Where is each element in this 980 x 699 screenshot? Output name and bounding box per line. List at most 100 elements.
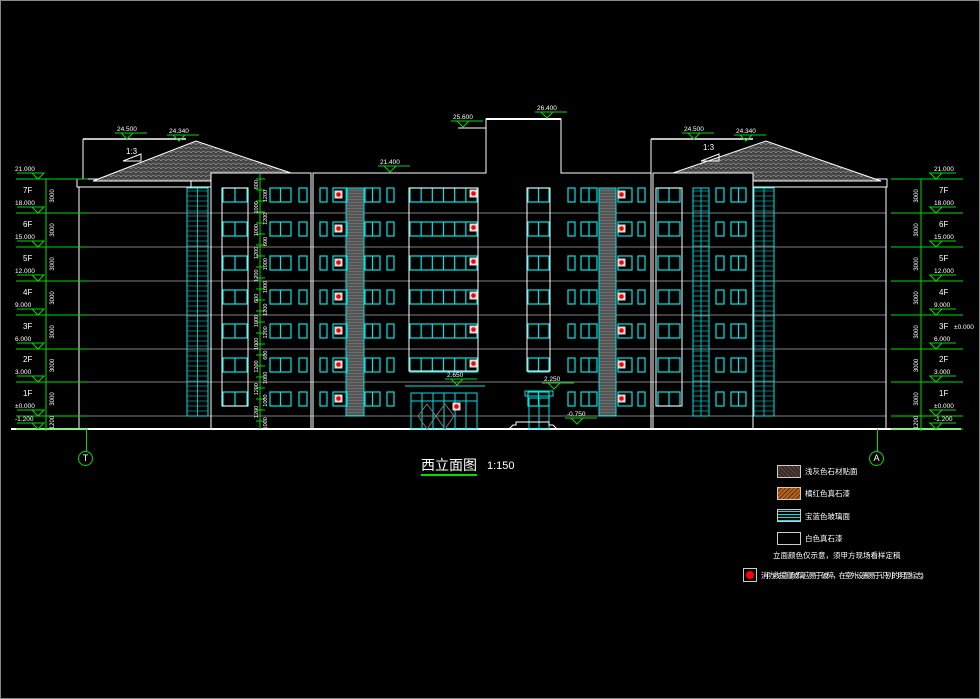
window — [319, 221, 328, 237]
fire-rescue-dot — [619, 362, 624, 367]
window-dimension: 1200 — [263, 304, 269, 316]
axis-line-left — [86, 429, 87, 451]
elevation-label: -0.750 — [567, 411, 586, 418]
fire-rescue-dot — [336, 362, 341, 367]
window — [637, 255, 646, 271]
fire-rescue-dot — [471, 191, 476, 196]
storey-dimension-left: 3000 — [50, 358, 56, 372]
fire-rescue-dot — [471, 327, 476, 332]
slope-label: 1:3 — [126, 147, 138, 156]
elevation-label: 15.000 — [15, 234, 35, 241]
fire-rescue-dot — [471, 361, 476, 366]
fire-rescue-dot — [336, 260, 341, 265]
level-marker — [738, 134, 754, 142]
window — [332, 323, 348, 339]
storey-dimension-right: 3000 — [914, 257, 920, 271]
window — [637, 391, 646, 407]
fire-rescue-dot — [336, 226, 341, 231]
level-marker — [171, 134, 187, 142]
legend-swatch-blue-glass — [777, 509, 801, 522]
window — [715, 357, 725, 373]
window — [715, 289, 725, 305]
elevation-label: 26.400 — [537, 105, 557, 112]
ribbon-window-frame — [408, 187, 479, 372]
window-dimension: 1000 — [254, 201, 260, 213]
window — [637, 357, 646, 373]
window-dimension: 1000 — [254, 224, 260, 236]
elevation-label: 9.000 — [934, 302, 951, 309]
window-dimension: 600 — [263, 351, 269, 360]
level-marker — [569, 417, 585, 425]
window — [567, 357, 576, 373]
window-dimension: 600 — [254, 294, 260, 303]
window-dimension: 600 — [263, 237, 269, 246]
axis-bubble-left: T — [78, 451, 93, 466]
storey-dimension-right: 1200 — [914, 415, 920, 429]
window — [637, 221, 646, 237]
window — [332, 255, 348, 271]
legend-swatch-white-paint — [777, 532, 801, 545]
level-marker — [119, 132, 135, 140]
level-marker — [928, 206, 944, 214]
level-marker — [455, 120, 471, 128]
storey-dimension-left: 3000 — [50, 257, 56, 271]
window — [319, 323, 328, 339]
axis-bubble-right: A — [869, 451, 884, 466]
window — [567, 391, 576, 407]
fire-rescue-dot — [619, 328, 624, 333]
window-dimension: 1000 — [254, 338, 260, 350]
left-hip-roof — [92, 140, 292, 182]
level-marker — [30, 206, 46, 214]
fire-rescue-dot — [454, 404, 459, 409]
left-stair-strip — [345, 187, 365, 417]
elevation-label: 24.500 — [684, 126, 704, 133]
level-marker — [30, 274, 46, 282]
window — [567, 289, 576, 305]
level-marker — [928, 240, 944, 248]
entrance-steps — [508, 421, 558, 430]
window-dimension: 1000 — [263, 281, 269, 293]
elevation-label: 9.000 — [15, 302, 32, 309]
level-marker — [30, 308, 46, 316]
level-marker — [928, 274, 944, 282]
slope-triangle — [122, 153, 142, 162]
floor-label: 2F — [939, 355, 948, 364]
side-entrance-canopy — [524, 390, 554, 397]
door-x-bracing — [417, 403, 455, 430]
fire-rescue-dot — [619, 226, 624, 231]
window-dimension: 600 — [254, 180, 260, 189]
window-dimension: 1200 — [263, 326, 269, 338]
window — [298, 289, 308, 305]
window — [567, 221, 576, 237]
elevation-label: 24.340 — [169, 128, 189, 135]
legend-label: 橘红色真石漆 — [805, 489, 850, 498]
window-dimension: 1200 — [254, 360, 260, 372]
floor-label: 7F — [23, 186, 32, 195]
window — [567, 255, 576, 271]
elevation-label: ±0.000 — [934, 403, 954, 410]
window — [298, 357, 308, 373]
drawing-title: 西立面图 — [421, 456, 477, 476]
level-marker — [686, 132, 702, 140]
window — [319, 255, 328, 271]
floor-label: 6F — [939, 220, 948, 229]
elevation-label: 12.000 — [15, 268, 35, 275]
elevation-label: 12.000 — [934, 268, 954, 275]
level-marker — [30, 375, 46, 383]
window — [637, 289, 646, 305]
fire-rescue-dot — [471, 259, 476, 264]
legend-swatch-stone — [777, 465, 801, 478]
window — [319, 289, 328, 305]
fire-rescue-dot — [619, 260, 624, 265]
elevation-label: -1.200 — [934, 416, 953, 423]
elevation-label: 15.000 — [934, 234, 954, 241]
axis-line-right — [877, 429, 878, 451]
window-dimension: 1000 — [263, 394, 269, 406]
drawing-scale: 1:150 — [487, 460, 515, 472]
slope-triangle — [700, 153, 720, 162]
window — [332, 187, 348, 203]
storey-dimension-right: 3000 — [914, 358, 920, 372]
window — [332, 391, 348, 407]
fire-window-legend-icon — [743, 568, 757, 582]
